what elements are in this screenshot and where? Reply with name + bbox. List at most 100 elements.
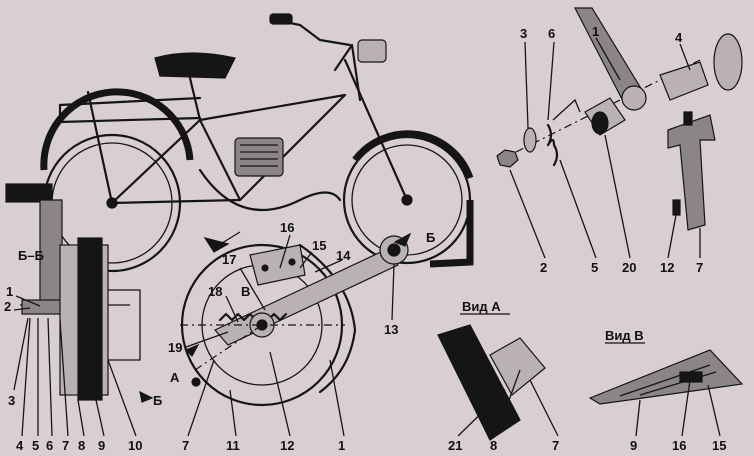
callout-section-3: 3 — [8, 393, 15, 408]
marker-a: А — [170, 370, 180, 385]
rear-fender — [40, 88, 194, 171]
callout-viewb-15: 15 — [712, 438, 726, 453]
section-titles: Б–Б Вид А Вид В — [18, 248, 644, 343]
callout-numbers: 3 6 1 4 2 5 20 12 7 1 2 3 4 5 6 7 8 9 10… — [4, 24, 726, 453]
engine-fins — [240, 144, 278, 167]
callout-section-8: 8 — [78, 438, 85, 453]
callout-viewa-7: 7 — [552, 438, 559, 453]
handlebar-grip — [269, 13, 293, 25]
callout-main-12: 12 — [280, 438, 294, 453]
drive-assembly — [139, 232, 412, 407]
center-line-a — [194, 324, 263, 371]
nut-part — [496, 149, 519, 168]
callout-section-9: 9 — [98, 438, 105, 453]
callout-main-16: 16 — [280, 220, 294, 235]
callout-viewa-21: 21 — [448, 438, 462, 453]
callout-section-1: 1 — [6, 284, 13, 299]
callout-exploded-1: 1 — [592, 24, 599, 39]
plate-screw-1 — [261, 264, 269, 272]
rack-teeth — [445, 335, 493, 413]
spring-hook — [552, 98, 581, 121]
chain-line — [111, 199, 241, 204]
engine-cylinder — [234, 137, 284, 177]
wedge-lines — [619, 364, 717, 397]
screw-part-top — [683, 111, 693, 126]
callout-main-11: 11 — [226, 438, 240, 453]
mount-hole — [191, 377, 201, 387]
washer-part — [523, 127, 537, 153]
callout-main-13: 13 — [384, 322, 398, 337]
crank-eye — [621, 85, 647, 111]
callout-section-4: 4 — [16, 438, 24, 453]
marker-b-top: Б — [426, 230, 435, 245]
axle-part — [659, 61, 709, 101]
engine-cover — [198, 168, 342, 212]
callout-main-18: 18 — [208, 284, 222, 299]
leader-lines — [13, 37, 721, 437]
callout-exploded-5: 5 — [591, 260, 598, 275]
bushing-bore — [591, 111, 609, 135]
sprocket-section — [77, 237, 103, 401]
guide-plate — [249, 244, 306, 286]
callout-exploded-6: 6 — [548, 26, 555, 41]
callout-section-7: 7 — [62, 438, 69, 453]
wedge-plate — [588, 349, 744, 405]
callout-viewb-16: 16 — [672, 438, 686, 453]
marker-b-bottom: Б — [153, 393, 162, 408]
lever-pin — [387, 243, 401, 257]
axle-flange — [713, 33, 743, 91]
callout-main-1: 1 — [338, 438, 345, 453]
frame-tubes — [110, 58, 409, 205]
pedal-block — [5, 183, 53, 203]
saddle — [154, 52, 236, 79]
section-bb — [5, 183, 141, 401]
screw-part — [672, 199, 681, 216]
callout-main-7: 7 — [182, 438, 189, 453]
front-fender-extension — [429, 200, 474, 268]
view-a-detail — [437, 313, 546, 441]
fork — [333, 43, 362, 102]
callout-exploded-3: 3 — [520, 26, 527, 41]
pawl-block — [489, 337, 546, 396]
callout-main-15: 15 — [312, 238, 326, 253]
moped-illustration — [40, 13, 474, 273]
view-arrow — [203, 237, 230, 253]
marker-v: В — [241, 284, 250, 299]
callout-main-19: 19 — [168, 340, 182, 355]
section-bb-title: Б–Б — [18, 248, 44, 263]
frame-lug — [108, 289, 141, 361]
plate-screw-2 — [288, 258, 296, 266]
exploded-view — [496, 7, 743, 231]
callout-main-17: 17 — [222, 252, 236, 267]
view-arrow-stem — [213, 231, 241, 249]
section-arrow-b-bottom — [139, 390, 154, 403]
view-a-title: Вид А — [462, 299, 501, 314]
callout-viewb-9: 9 — [630, 438, 637, 453]
callout-exploded-4: 4 — [675, 30, 683, 45]
callout-section-2: 2 — [4, 299, 11, 314]
section-markers: А Б Б В — [153, 230, 435, 408]
front-fender — [352, 130, 474, 180]
view-b-detail — [588, 342, 744, 405]
sprocket-teeth — [82, 243, 98, 389]
callout-exploded-12: 12 — [660, 260, 674, 275]
wedge-insert — [679, 371, 703, 383]
callout-section-10: 10 — [128, 438, 142, 453]
rear-rack — [58, 90, 202, 205]
callout-section-5: 5 — [32, 438, 39, 453]
callout-section-6: 6 — [46, 438, 53, 453]
headlight — [357, 39, 387, 63]
callout-exploded-2: 2 — [540, 260, 547, 275]
view-b-title: Вид В — [605, 328, 644, 343]
callout-main-14: 14 — [336, 248, 351, 263]
section-arrow-b — [393, 232, 412, 247]
spring-part — [546, 123, 559, 167]
bracket-part — [667, 114, 716, 231]
callout-viewa-8: 8 — [490, 438, 497, 453]
housing-cover — [298, 243, 357, 394]
view-arrow-a — [184, 343, 200, 357]
callout-exploded-7: 7 — [696, 260, 703, 275]
ratchet-rack — [437, 324, 521, 441]
